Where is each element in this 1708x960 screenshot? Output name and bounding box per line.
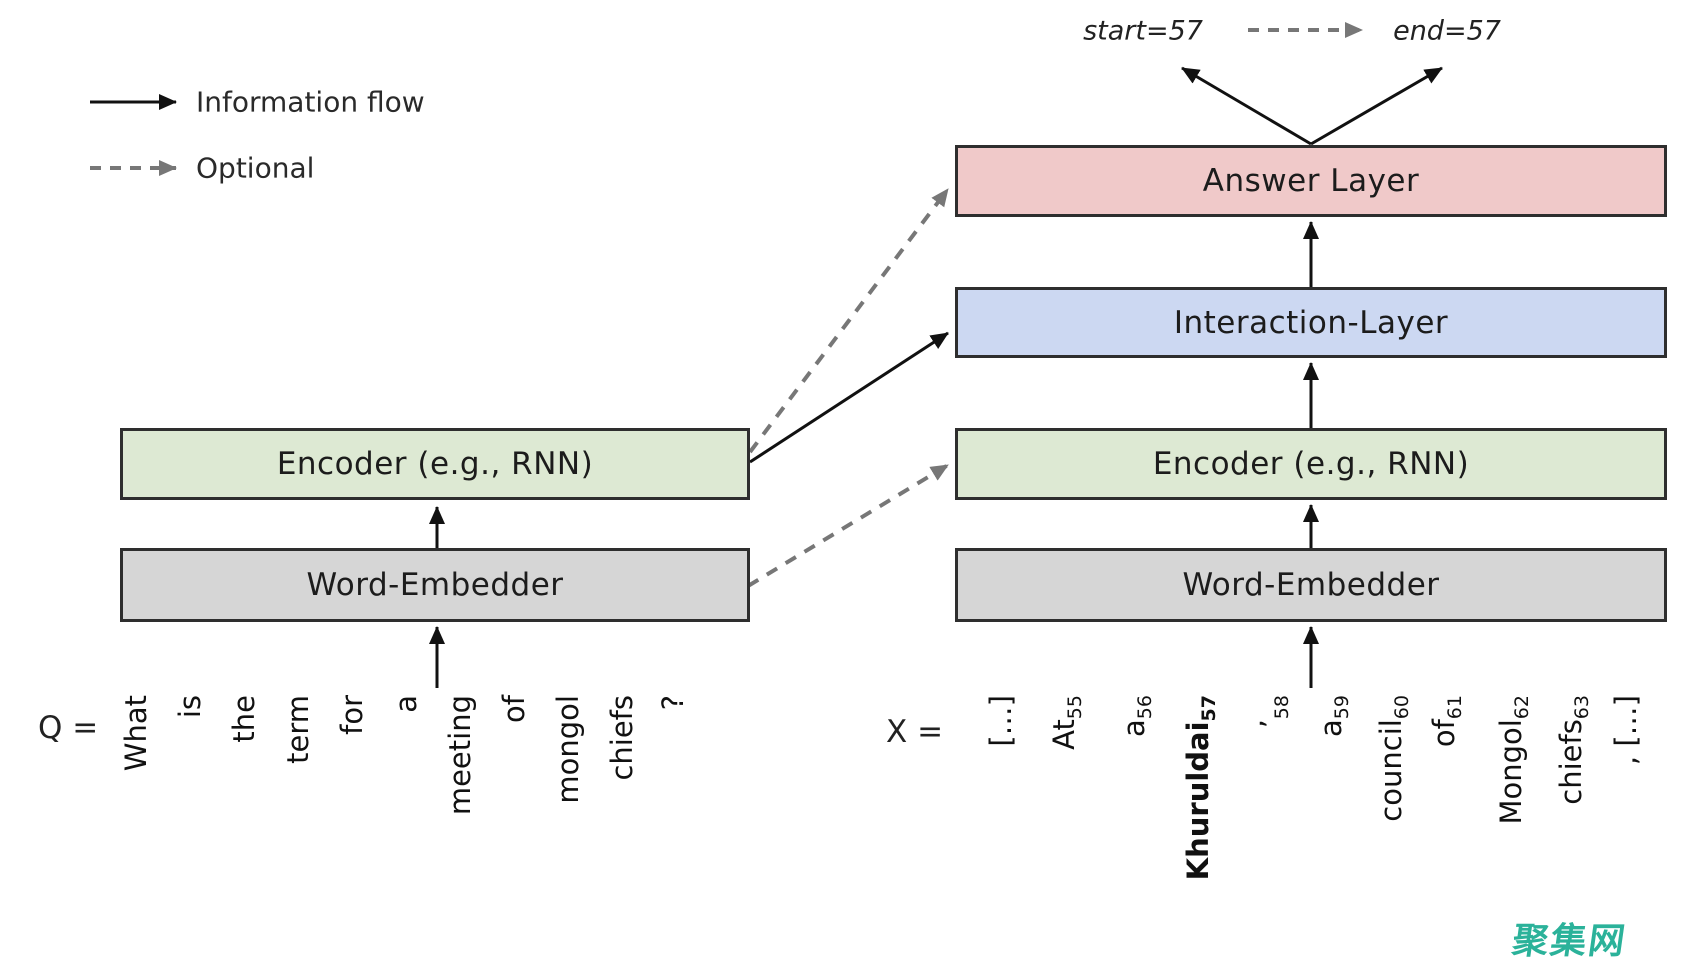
q-token: for [335,695,369,735]
x-token: council60 [1374,695,1413,822]
x-token: ’58 [1254,695,1293,729]
q-token: a [389,695,423,713]
answer-to-start-arrow [1181,66,1312,146]
q-token: is [173,695,207,719]
q-token: of [497,695,531,723]
qencoder-to-answer-dashed-arrow [748,187,950,454]
question-word-embedder-box: Word-Embedder [120,548,750,622]
q-token: ? [656,695,690,711]
interaction-layer-box: Interaction-Layer [955,287,1667,358]
legend-solid-label: Information flow [196,85,425,119]
q-token: meeting [443,695,477,816]
x-token: chiefs63 [1554,695,1593,805]
qembedder-to-xencoder-dashed-arrow [746,463,950,588]
end-label: end=57 [1393,15,1501,47]
qencoder-to-interaction-arrow [749,331,949,464]
q-token: mongol [551,695,585,804]
watermark: 聚集网 [1509,921,1630,960]
context-word-embedder-box: Word-Embedder [955,548,1667,622]
q-token: chiefs [605,695,639,781]
x-token: Mongol62 [1494,695,1533,825]
answer-layer-box: Answer Layer [955,145,1667,217]
q-token: What [119,695,153,772]
question-label: Q = [38,710,99,746]
start-label: start=57 [1083,15,1203,47]
context-encoder-box: Encoder (e.g., RNN) [955,428,1667,500]
x-token: of61 [1427,695,1466,748]
x-token: […] [984,695,1018,747]
q-token: term [281,695,315,764]
x-token: a59 [1314,695,1353,737]
x-token: a56 [1117,695,1156,737]
q-token: the [227,695,261,743]
question-encoder-box: Encoder (e.g., RNN) [120,428,750,500]
x-token: At55 [1047,695,1086,750]
x-token-answer: Khuruldai57 [1181,695,1220,881]
context-label: X = [886,714,944,750]
answer-to-end-arrow [1310,66,1443,146]
x-token: , […] [1609,695,1643,766]
legend-dashed-label: Optional [196,151,315,185]
